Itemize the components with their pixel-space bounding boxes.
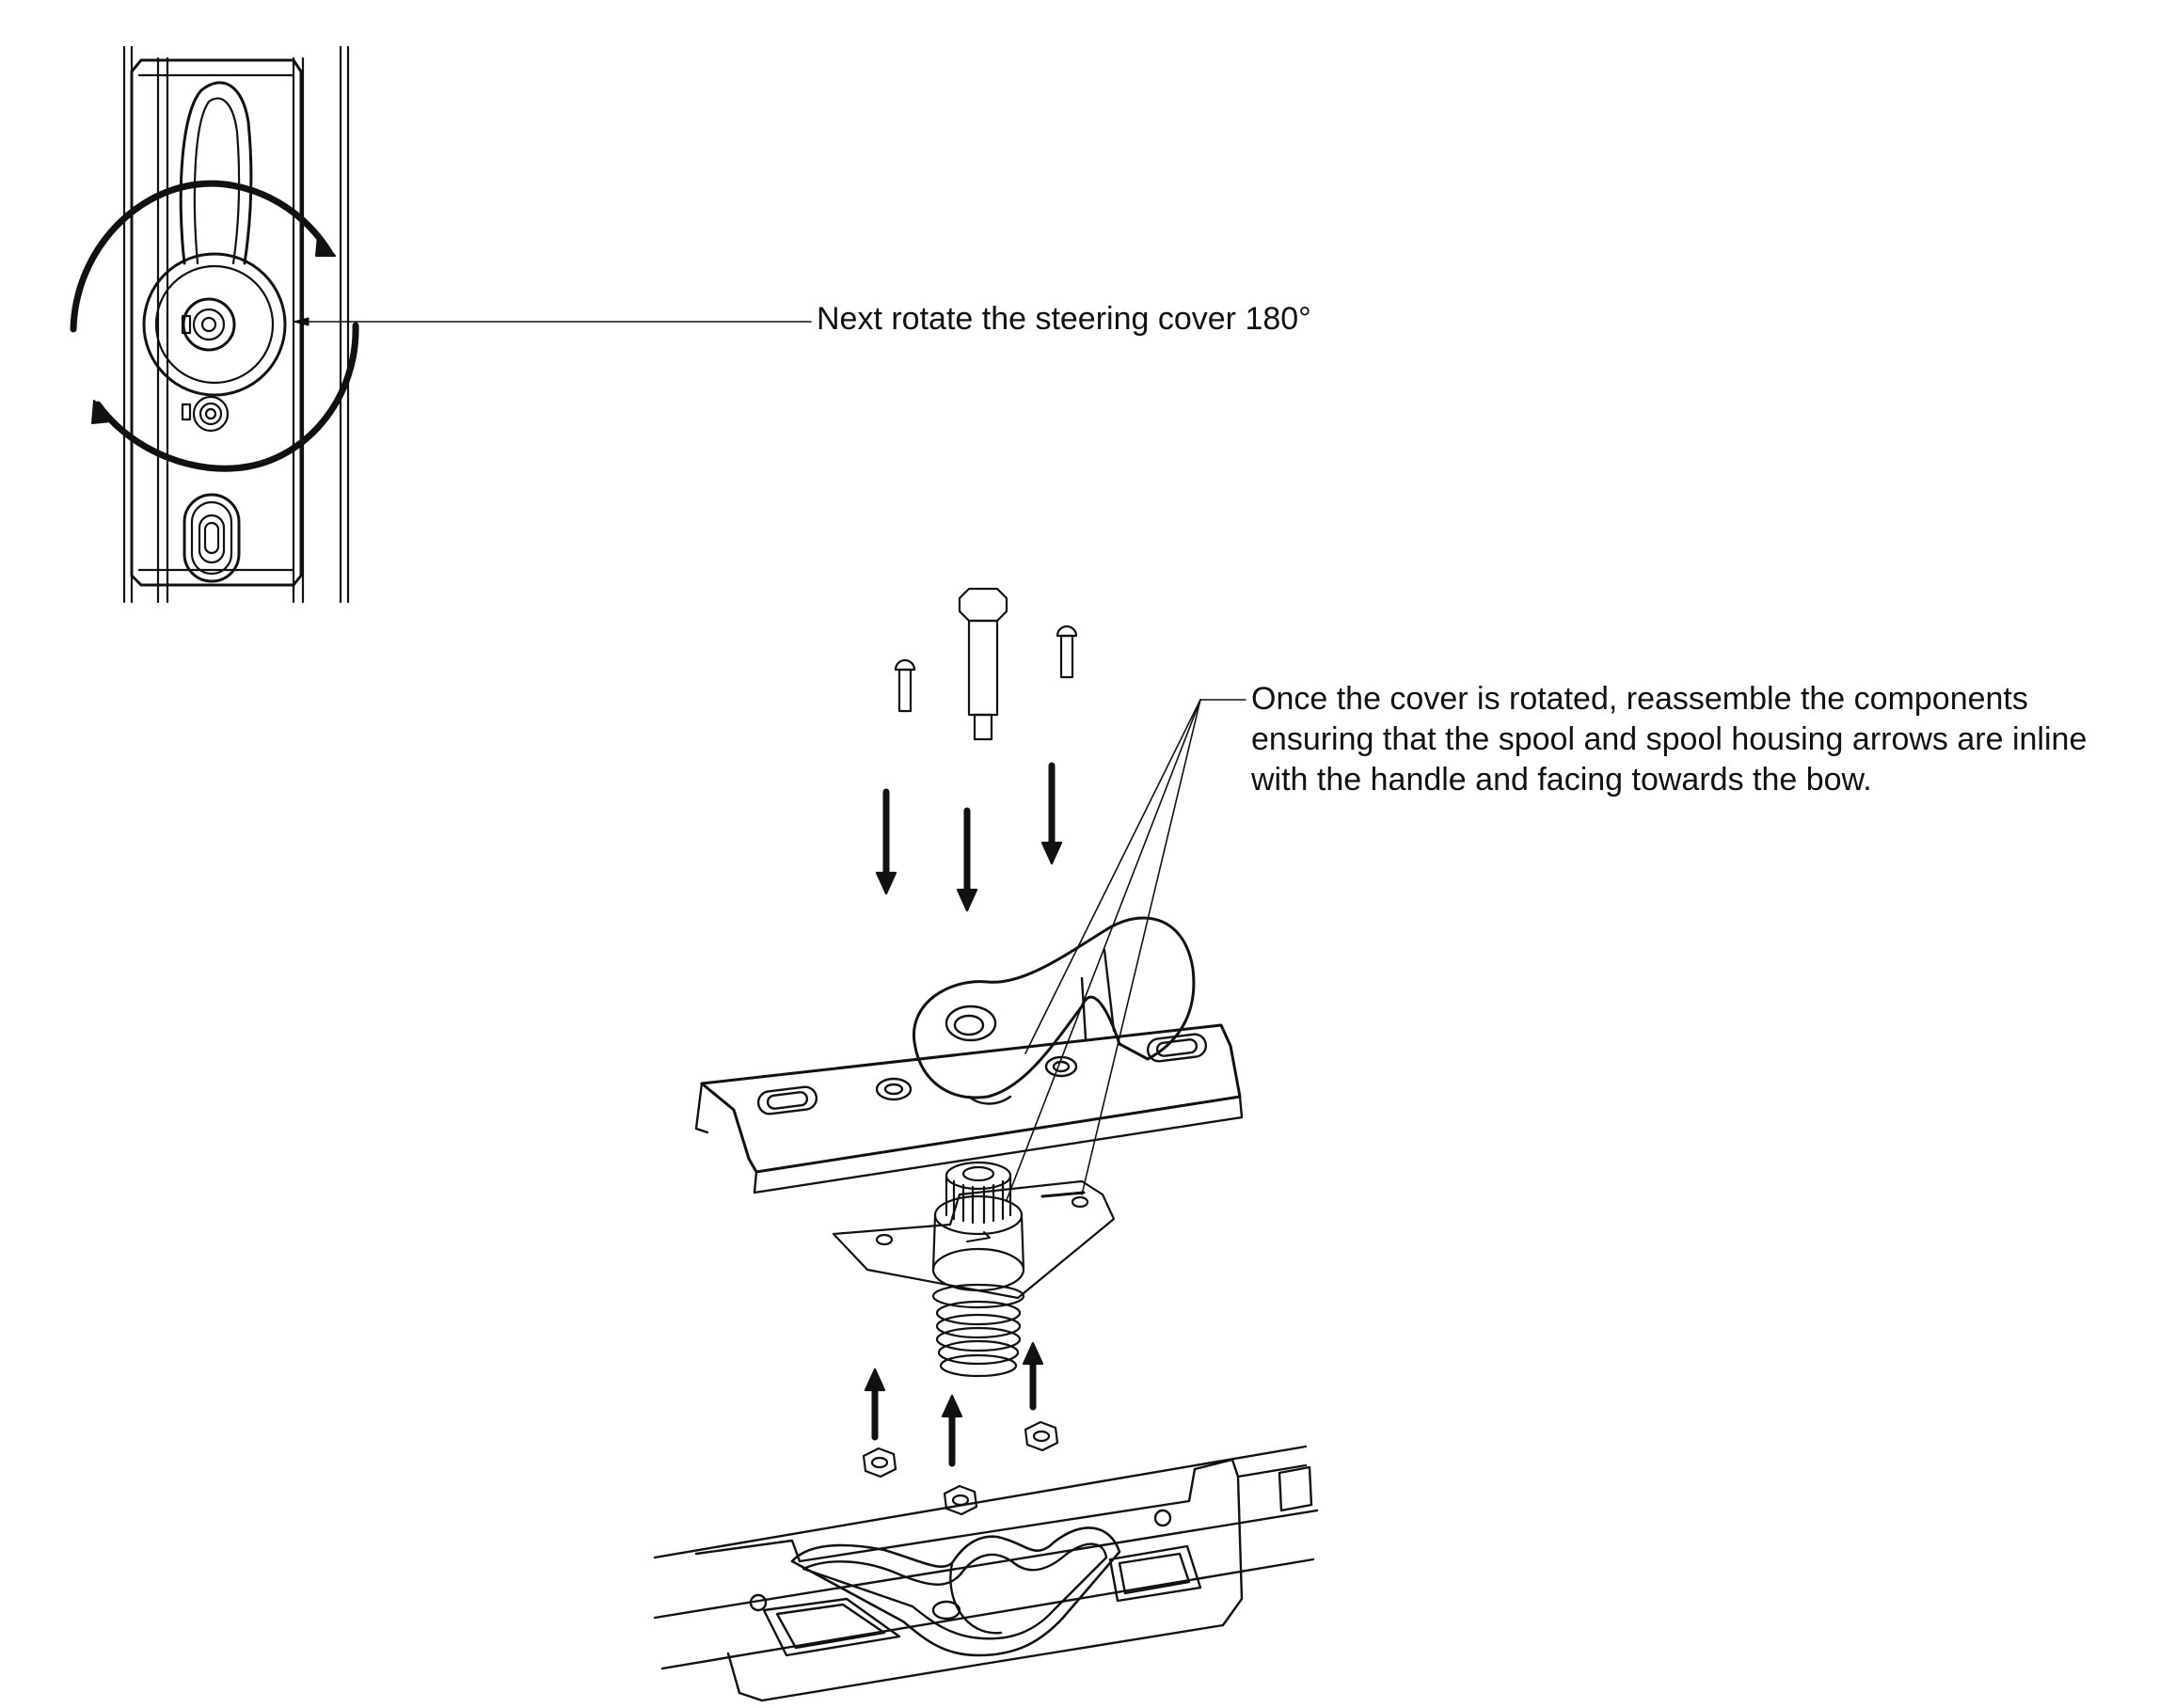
callout-line: ensuring that the spool and spool housin… (1251, 721, 2088, 757)
handle-loop (179, 81, 253, 265)
callout-line: with the handle and facing towards the b… (1251, 762, 1872, 798)
steering-cover-plate (694, 916, 1244, 1194)
handle-loop (913, 916, 1196, 1099)
rotation-arc (70, 180, 333, 333)
arrow-icon (1022, 1341, 1044, 1366)
arrow-icon (941, 1394, 963, 1418)
arrow-icon (864, 1368, 886, 1392)
circular-arrow-icon (315, 234, 336, 257)
steering-cover-view (70, 45, 812, 604)
arrow-icon (875, 871, 897, 895)
callout-line: Once the cover is rotated, reassemble th… (1251, 681, 2028, 717)
reassemble-callout: Once the cover is rotated, reassemble th… (1251, 679, 2087, 800)
fasteners-lower (862, 1341, 1059, 1516)
arrow-icon (956, 888, 978, 912)
fasteners-upper (875, 587, 1078, 912)
circular-arrow-icon (91, 400, 112, 424)
arrow-icon (1040, 841, 1063, 865)
spool-assembly (832, 699, 1246, 1378)
base-mount (653, 1445, 1319, 1702)
rotate-callout: Next rotate the steering cover 180° (817, 301, 1311, 337)
